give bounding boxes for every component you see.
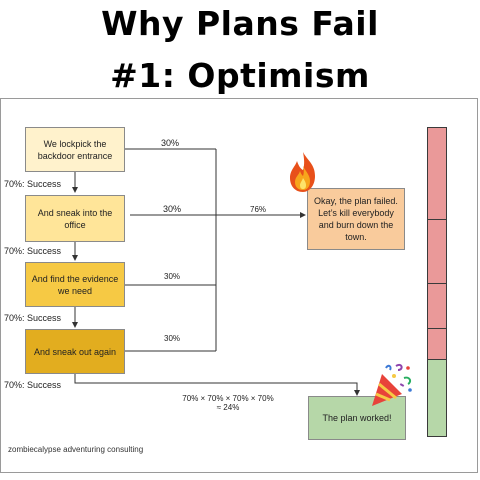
success-label-1: 70%: Success bbox=[4, 179, 62, 189]
fail-label-1: 30% bbox=[161, 138, 180, 148]
probability-bar bbox=[427, 127, 447, 437]
probability-segment-fail bbox=[427, 219, 447, 284]
calc-line-2: ≈ 24% bbox=[216, 403, 240, 412]
success-label-2: 70%: Success bbox=[4, 246, 62, 256]
probability-segment-fail bbox=[427, 328, 447, 360]
footer-credit: zombiecalypse adventuring consulting bbox=[8, 445, 144, 454]
success-label-4: 70%: Success bbox=[4, 380, 62, 390]
success-text: The plan worked! bbox=[322, 413, 392, 423]
title-line-2: #1: Optimism bbox=[110, 56, 370, 95]
success-line bbox=[74, 374, 360, 396]
step-4-text: And sneak out again bbox=[33, 346, 117, 357]
probability-segment-success bbox=[427, 359, 447, 437]
probability-segment-fail bbox=[427, 127, 447, 220]
step-box-4: And sneak out again bbox=[25, 329, 125, 374]
success-box: The plan worked! bbox=[308, 396, 406, 440]
step-3-text: And find the evidence we need bbox=[31, 273, 119, 296]
success-label-3: 70%: Success bbox=[4, 313, 62, 323]
fail-label-3: 30% bbox=[164, 272, 181, 281]
fail-label-4: 30% bbox=[164, 334, 181, 343]
step-1-text: We lockpick the backdoor entrance bbox=[37, 138, 113, 161]
title-line-1: Why Plans Fail bbox=[101, 4, 379, 43]
party-popper-icon bbox=[372, 363, 412, 406]
step-2-text: And sneak into the office bbox=[37, 207, 113, 230]
diagram-frame bbox=[0, 98, 478, 473]
step-box-2: And sneak into the office bbox=[25, 195, 125, 242]
fire-icon bbox=[290, 152, 315, 192]
calc-line-1: 70% × 70% × 70% × 70% bbox=[182, 394, 274, 403]
fail-total-label: 76% bbox=[250, 205, 267, 214]
fail-label-2: 30% bbox=[163, 204, 182, 214]
probability-segment-fail bbox=[427, 283, 447, 329]
failure-box: Okay, the plan failed. Let’s kill everyb… bbox=[307, 188, 405, 250]
step-box-1: We lockpick the backdoor entrance bbox=[25, 127, 125, 172]
calc-text: 70% × 70% × 70% × 70% ≈ 24% bbox=[179, 394, 277, 412]
failure-text: Okay, the plan failed. Let’s kill everyb… bbox=[314, 196, 398, 242]
step-box-3: And find the evidence we need bbox=[25, 262, 125, 307]
